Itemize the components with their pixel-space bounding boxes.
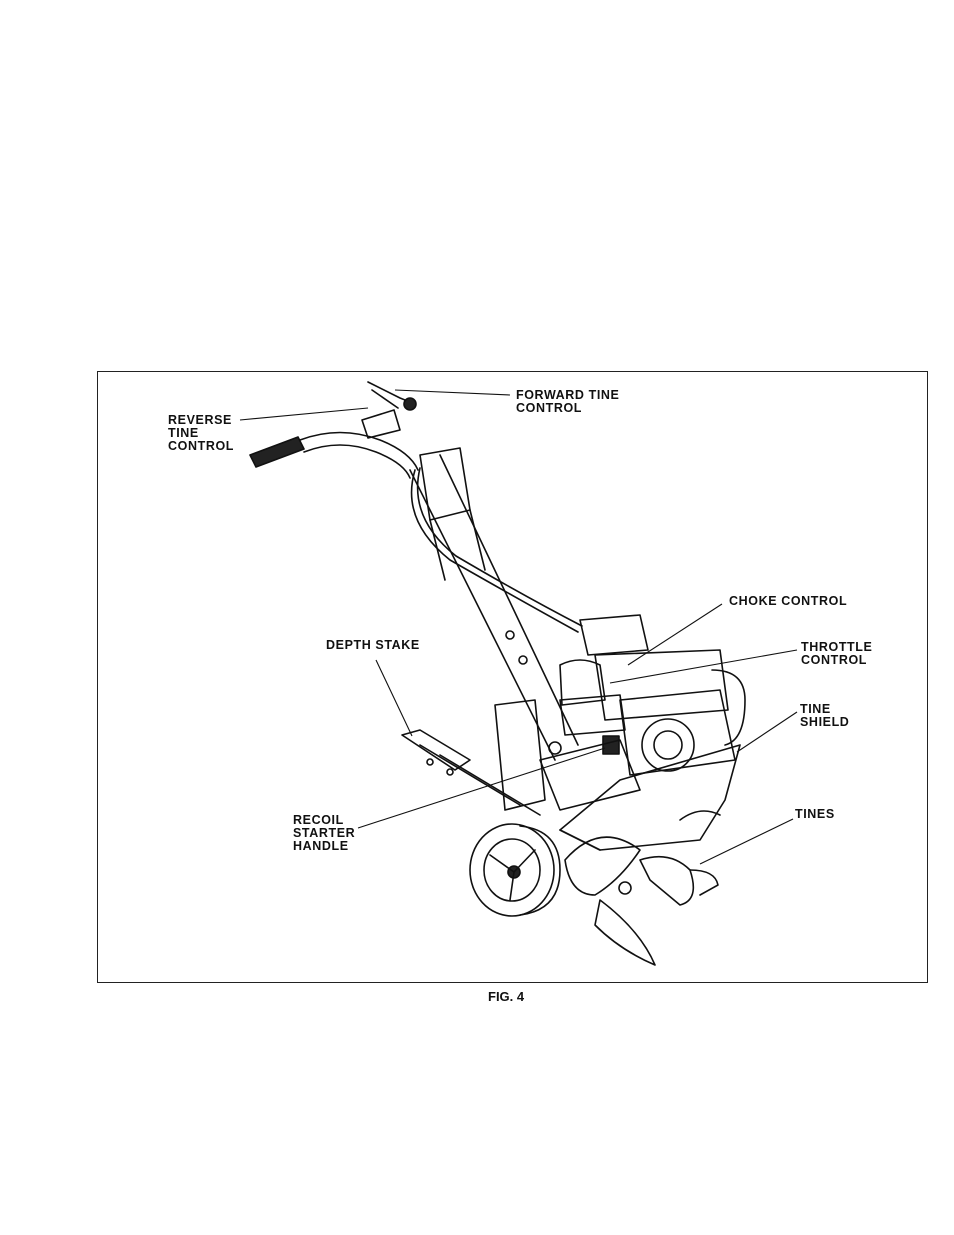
control-cable: [412, 470, 578, 632]
tines: [565, 811, 720, 965]
forward-tine-control-knob: [404, 398, 416, 410]
tine-shield: [540, 740, 740, 850]
label-choke-control: CHOKE CONTROL: [729, 595, 847, 608]
handlebar: [250, 382, 418, 478]
label-recoil-starter-handle: RECOIL STARTER HANDLE: [293, 814, 355, 853]
label-tines: TINES: [795, 808, 835, 821]
handle-tube: [410, 448, 578, 760]
depth-stake: [402, 700, 545, 815]
leader-lines: [240, 390, 797, 864]
figure-caption: FIG. 4: [488, 989, 524, 1004]
wheel: [470, 824, 560, 916]
label-forward-tine-control: FORWARD TINE CONTROL: [516, 389, 620, 415]
label-throttle-control: THROTTLE CONTROL: [801, 641, 872, 667]
label-tine-shield: TINE SHIELD: [800, 703, 849, 729]
label-depth-stake: DEPTH STAKE: [326, 639, 420, 652]
label-reverse-tine-control: REVERSE TINE CONTROL: [168, 414, 234, 453]
